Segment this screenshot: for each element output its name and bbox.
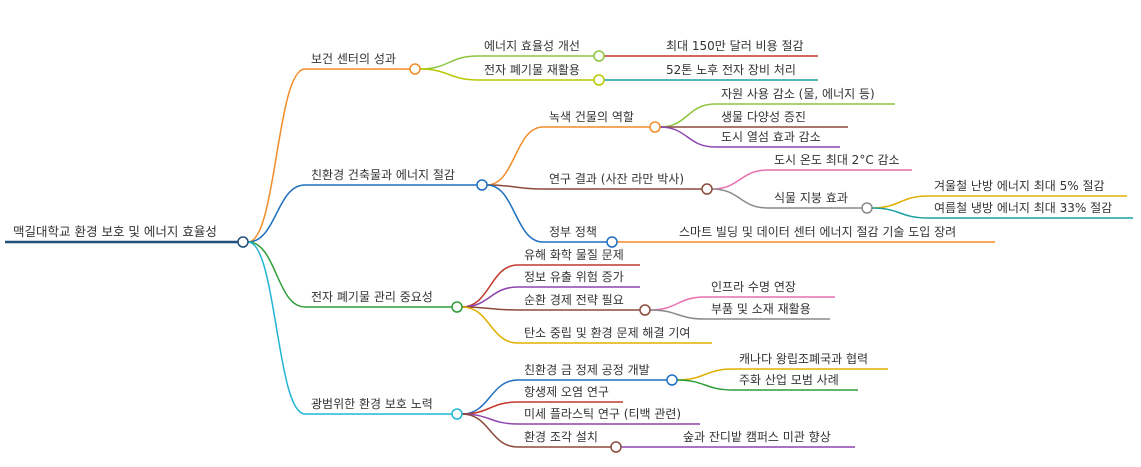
collapse-toggle[interactable] <box>666 374 678 386</box>
mindmap-node-label[interactable]: 인프라 수명 연장 <box>711 280 796 294</box>
mindmap-node-label[interactable]: 정보 유출 위험 증가 <box>524 270 624 284</box>
collapse-toggle[interactable] <box>451 301 463 313</box>
mindmap-node-label[interactable]: 자원 사용 감소 (물, 에너지 등) <box>721 87 875 101</box>
node-18-connector <box>247 241 306 308</box>
mindmap-node-label[interactable]: 전자 폐기물 재활용 <box>484 63 580 77</box>
node-8-connector <box>659 103 716 128</box>
mindmap-node-label[interactable]: 유해 화학 물질 문제 <box>524 248 624 262</box>
mindmap-node-label[interactable]: 생물 다양성 증진 <box>721 110 806 124</box>
mindmap-node-label[interactable]: 친환경 금 정제 공정 개발 <box>524 363 650 377</box>
mindmap-node-label[interactable]: 여름철 냉방 에너지 최대 33% 절감 <box>934 201 1112 215</box>
node-26-connector <box>461 379 519 415</box>
mindmap-node-label[interactable]: 최대 150만 달러 비용 절감 <box>666 39 804 53</box>
root-label[interactable]: 맥길대학교 환경 보호 및 에너지 효율성 <box>13 224 217 239</box>
node-4-connector <box>419 68 479 81</box>
mindmap-node-label[interactable]: 도시 열섬 효과 감소 <box>721 130 821 144</box>
mindmap-node-label[interactable]: 녹색 건물의 역할 <box>549 110 634 124</box>
collapse-toggle[interactable] <box>701 183 713 195</box>
node-31-connector <box>461 413 519 448</box>
collapse-toggle[interactable] <box>639 304 651 316</box>
mindmap-node-label[interactable]: 숲과 잔디밭 캠퍼스 미관 향상 <box>683 430 831 444</box>
node-6-connector <box>247 184 306 243</box>
node-11-connector <box>486 184 544 190</box>
mindmap-node-label[interactable]: 미세 플라스틱 연구 (티백 관련) <box>524 407 681 421</box>
node-1-connector <box>247 68 306 243</box>
mindmap-node-label[interactable]: 탄소 중립 및 환경 문제 해결 기여 <box>524 326 690 340</box>
mindmap-node-label[interactable]: 부품 및 소재 재활용 <box>711 302 811 316</box>
node-27-connector <box>676 368 734 381</box>
mindmap-node-label[interactable]: 광범위한 환경 보호 노력 <box>311 397 433 411</box>
mindmap-node-label[interactable]: 친환경 건축물과 에너지 절감 <box>311 168 455 182</box>
collapse-toggle[interactable] <box>451 408 463 420</box>
mindmap-node-label[interactable]: 전자 폐기물 관리 중요성 <box>311 290 433 304</box>
node-23-connector <box>649 309 706 320</box>
node-12-connector <box>711 169 769 190</box>
collapse-toggle[interactable] <box>593 74 605 86</box>
node-19-connector <box>461 264 519 308</box>
mindmap-node-label[interactable]: 식물 지붕 효과 <box>774 191 848 205</box>
mindmap-node-label[interactable]: 스마트 빌딩 및 데이터 센터 에너지 절감 기술 도입 장려 <box>679 225 956 239</box>
mindmap-node-label[interactable]: 정부 정책 <box>549 224 597 239</box>
collapse-toggle[interactable] <box>476 179 488 191</box>
collapse-toggle[interactable] <box>861 202 873 214</box>
mindmap-node-label[interactable]: 겨울철 난방 에너지 최대 5% 절감 <box>934 179 1105 193</box>
node-13-connector <box>711 188 769 209</box>
node-16-connector <box>486 184 544 243</box>
mindmap-node-label[interactable]: 순환 경제 전략 필요 <box>524 293 624 307</box>
node-2-connector <box>419 55 479 70</box>
mindmap-node-label[interactable]: 52톤 노후 전자 장비 처리 <box>666 63 796 77</box>
collapse-toggle[interactable] <box>409 63 421 75</box>
node-14-connector <box>871 195 929 209</box>
mindmap-node-label[interactable]: 에너지 효율성 개선 <box>484 39 580 53</box>
node-24-connector <box>461 306 519 344</box>
node-10-connector <box>659 126 716 148</box>
node-25-connector <box>247 241 306 415</box>
mindmap-node-label[interactable]: 주화 산업 모범 사례 <box>739 373 839 387</box>
node-28-connector <box>676 379 734 391</box>
node-20-connector <box>461 286 519 308</box>
collapse-toggle[interactable] <box>606 236 618 248</box>
node-7-connector <box>486 126 544 186</box>
node-22-connector <box>649 296 706 311</box>
mindmap-node-label[interactable]: 도시 온도 최대 2°C 감소 <box>774 153 900 167</box>
collapse-toggle[interactable] <box>237 236 249 248</box>
mindmap-node-label[interactable]: 캐나다 왕립조폐국과 협력 <box>739 352 868 366</box>
mindmap-node-label[interactable]: 환경 조각 설치 <box>524 430 598 444</box>
mindmap-node-label[interactable]: 보건 센터의 성과 <box>311 52 396 66</box>
collapse-toggle[interactable] <box>649 121 661 133</box>
mindmap-node-label[interactable]: 항생제 오염 연구 <box>524 385 609 399</box>
collapse-toggle[interactable] <box>610 441 622 453</box>
collapse-toggle[interactable] <box>593 50 605 62</box>
mindmap-node-label[interactable]: 연구 결과 (사잔 라만 박사) <box>549 172 684 186</box>
node-15-connector <box>871 207 929 219</box>
